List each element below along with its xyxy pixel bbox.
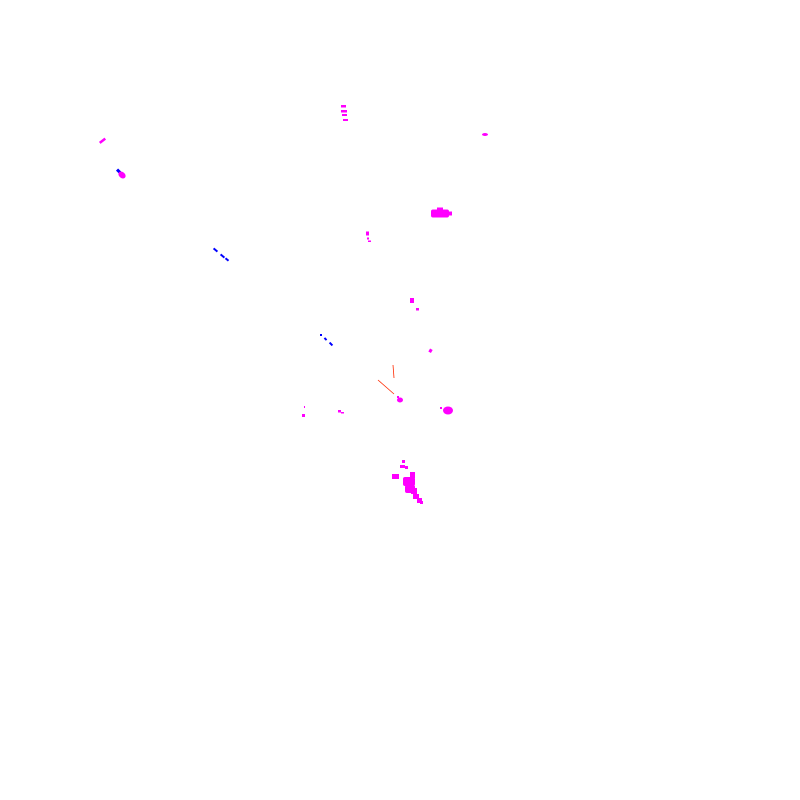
map-feature-6 bbox=[431, 207, 452, 218]
map-feature-2 bbox=[482, 133, 488, 136]
map-feature-13 bbox=[397, 396, 403, 403]
map-feature-11 bbox=[428, 348, 433, 354]
map-feature-1 bbox=[341, 105, 348, 121]
map-feature-9 bbox=[410, 298, 419, 311]
map-feature-8 bbox=[212, 247, 230, 262]
map-feature-17 bbox=[392, 460, 423, 504]
map-feature-12 bbox=[377, 364, 395, 395]
map-feature-15 bbox=[338, 410, 344, 414]
map-feature-16 bbox=[440, 406, 453, 415]
map-feature-5 bbox=[118, 171, 126, 179]
map-feature-10 bbox=[320, 334, 334, 347]
map-feature-14 bbox=[302, 406, 305, 417]
map-feature-7 bbox=[366, 231, 371, 242]
map-feature-3 bbox=[98, 137, 107, 144]
